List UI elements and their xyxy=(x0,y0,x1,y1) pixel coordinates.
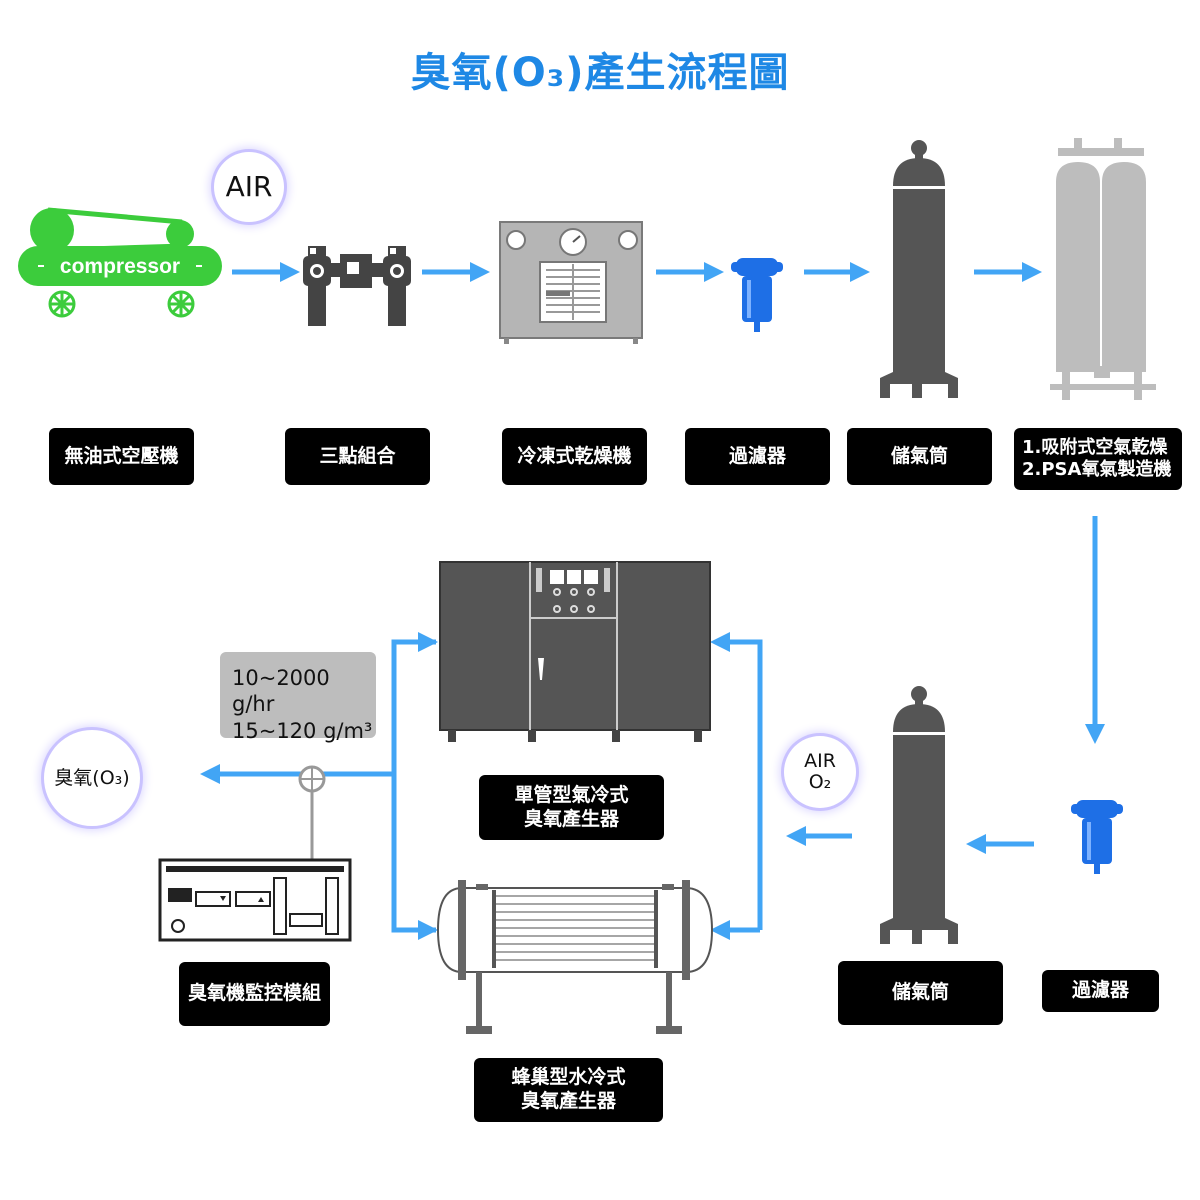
monitor-module-icon xyxy=(158,858,352,942)
frl-unit-icon xyxy=(303,246,411,326)
ozone-output-bubble: 臭氧(O₃) xyxy=(44,730,140,826)
label-storage-tank-bottom: 儲氣筒 xyxy=(838,961,1003,1025)
psa-oxygen-generator-icon xyxy=(1050,138,1156,400)
refrigerated-dryer-icon xyxy=(499,221,643,344)
label-oil-free-compressor: 無油式空壓機 xyxy=(49,428,194,485)
page-title: 臭氧(O₃)產生流程圖 xyxy=(410,50,790,96)
label-psa-generator: 1.吸附式空氣乾燥 2.PSA氧氣製造機 xyxy=(1014,428,1182,490)
filter-top-icon xyxy=(731,258,783,332)
output-spec-box: 10~2000 g/hr 15~120 g/m³ xyxy=(220,652,376,743)
supply-pipe xyxy=(710,632,763,940)
water-cooled-ozone-generator-icon xyxy=(436,880,714,1034)
spec-concentration: 15~120 g/m³ xyxy=(232,718,373,743)
air-input-bubble: AIR xyxy=(214,152,284,222)
air-input-text: AIR xyxy=(225,169,273,203)
ozone-output-text: 臭氧(O₃) xyxy=(54,766,130,789)
label-filter-top: 過濾器 xyxy=(685,428,830,485)
storage-tank-top-icon xyxy=(880,140,958,398)
label-storage-tank-top: 儲氣筒 xyxy=(847,428,992,485)
compressor-brand-text: compressor xyxy=(60,255,180,278)
air-text: AIR xyxy=(804,750,836,773)
storage-tank-bottom-icon xyxy=(880,686,958,944)
label-water-cooled-generator: 蜂巢型水冷式 臭氧產生器 xyxy=(474,1058,663,1122)
compressor-icon: compressor xyxy=(18,207,222,318)
filter-bottom-icon xyxy=(1071,800,1123,874)
label-filter-bottom: 過濾器 xyxy=(1042,970,1159,1012)
label-three-point-combo: 三點組合 xyxy=(285,428,430,485)
air-cooled-ozone-generator-icon xyxy=(439,561,711,742)
spec-output-rate: 10~2000 g/hr xyxy=(232,666,330,717)
o2-text: O₂ xyxy=(808,771,832,793)
label-air-cooled-generator: 單管型氣冷式 臭氧產生器 xyxy=(479,775,664,840)
sensor-probe-icon xyxy=(298,765,326,860)
air-o2-bubble: AIR O₂ xyxy=(784,736,856,808)
label-refrigerated-dryer: 冷凍式乾燥機 xyxy=(502,428,647,485)
label-monitor-module: 臭氧機監控模組 xyxy=(179,962,330,1026)
flow-arrows-return xyxy=(786,826,1034,854)
